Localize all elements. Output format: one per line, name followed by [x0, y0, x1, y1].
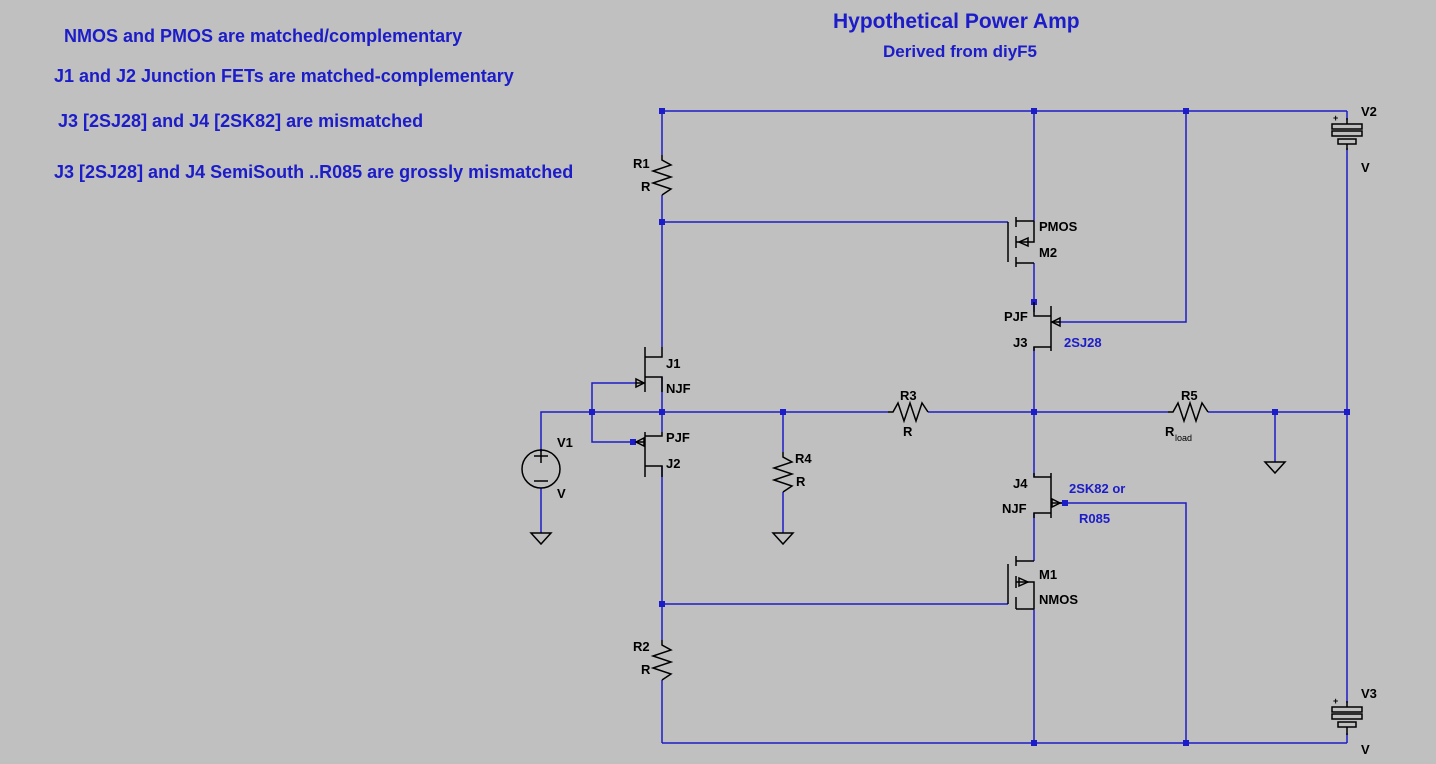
- m2-pmos-symbol: [1007, 217, 1035, 267]
- j2-name-label: J2: [666, 456, 680, 471]
- v1-source-symbol: [521, 449, 561, 489]
- m1-model-label: NMOS: [1039, 592, 1078, 607]
- r3-resistor-symbol: [888, 400, 929, 424]
- j1-name-label: J1: [666, 356, 680, 371]
- note-3: J3 [2SJ28] and J4 [2SK82] are mismatched: [58, 111, 424, 131]
- r2-value-label: R: [641, 662, 651, 677]
- note-4: J3 [2SJ28] and J4 SemiSouth ..R085 are g…: [54, 162, 574, 182]
- v3-value-label: V: [1361, 742, 1370, 757]
- r3-name-label: R3: [900, 388, 917, 403]
- v2-name-label: V2: [1361, 104, 1377, 119]
- m1-nmos-symbol: [1007, 556, 1035, 610]
- ground-r4-icon: [771, 532, 795, 546]
- r5-value-subscript: load: [1175, 433, 1192, 443]
- v2-value-label: V: [1361, 160, 1370, 175]
- r1-name-label: R1: [633, 156, 650, 171]
- v1-name-label: V1: [557, 435, 573, 450]
- svg-text:+: +: [1333, 696, 1338, 706]
- r1-value-label: R: [641, 179, 651, 194]
- note-1: NMOS and PMOS are matched/complementary: [64, 26, 463, 46]
- r1-resistor-symbol: [650, 155, 674, 196]
- r5-name-label: R5: [1181, 388, 1198, 403]
- j3-name-label: J3: [1013, 335, 1027, 350]
- v1-value-label: V: [557, 486, 566, 501]
- j1-jfet-symbol: [635, 347, 663, 392]
- r2-name-label: R2: [633, 639, 650, 654]
- j3-model-label: PJF: [1004, 309, 1028, 324]
- j1-model-label: NJF: [666, 381, 691, 396]
- v3-name-label: V3: [1361, 686, 1377, 701]
- note-2: J1 and J2 Junction FETs are matched-comp…: [54, 66, 514, 86]
- j4-part-label-1: 2SK82 or: [1069, 481, 1125, 496]
- j2-jfet-symbol: [634, 432, 663, 477]
- j4-part-label-2: R085: [1079, 511, 1110, 526]
- v2-battery-symbol: +: [1331, 113, 1363, 150]
- j2-model-label: PJF: [666, 430, 690, 445]
- junction-dots: [589, 108, 1350, 746]
- r5-resistor-symbol: [1168, 400, 1209, 424]
- v3-battery-symbol: +: [1331, 696, 1363, 735]
- ground-load-icon: [1263, 461, 1287, 475]
- r2-resistor-symbol: [650, 640, 674, 681]
- m2-model-label: PMOS: [1039, 219, 1078, 234]
- page-subtitle: Derived from diyF5: [883, 42, 1037, 61]
- j4-jfet-symbol: [1033, 473, 1062, 518]
- j4-model-label: NJF: [1002, 501, 1027, 516]
- j3-part-label: 2SJ28: [1064, 335, 1102, 350]
- r4-resistor-symbol: [771, 452, 795, 493]
- wires: [540, 110, 1348, 744]
- ground-v1-icon: [529, 532, 553, 546]
- r4-value-label: R: [796, 474, 806, 489]
- r3-value-label: R: [903, 424, 913, 439]
- page-title: Hypothetical Power Amp: [833, 10, 1080, 33]
- j3-jfet-symbol: [1033, 302, 1061, 351]
- r4-name-label: R4: [795, 451, 812, 466]
- r5-value-label: R: [1165, 424, 1175, 439]
- m2-name-label: M2: [1039, 245, 1057, 260]
- m1-name-label: M1: [1039, 567, 1057, 582]
- svg-text:+: +: [1333, 113, 1338, 123]
- j4-name-label: J4: [1013, 476, 1028, 491]
